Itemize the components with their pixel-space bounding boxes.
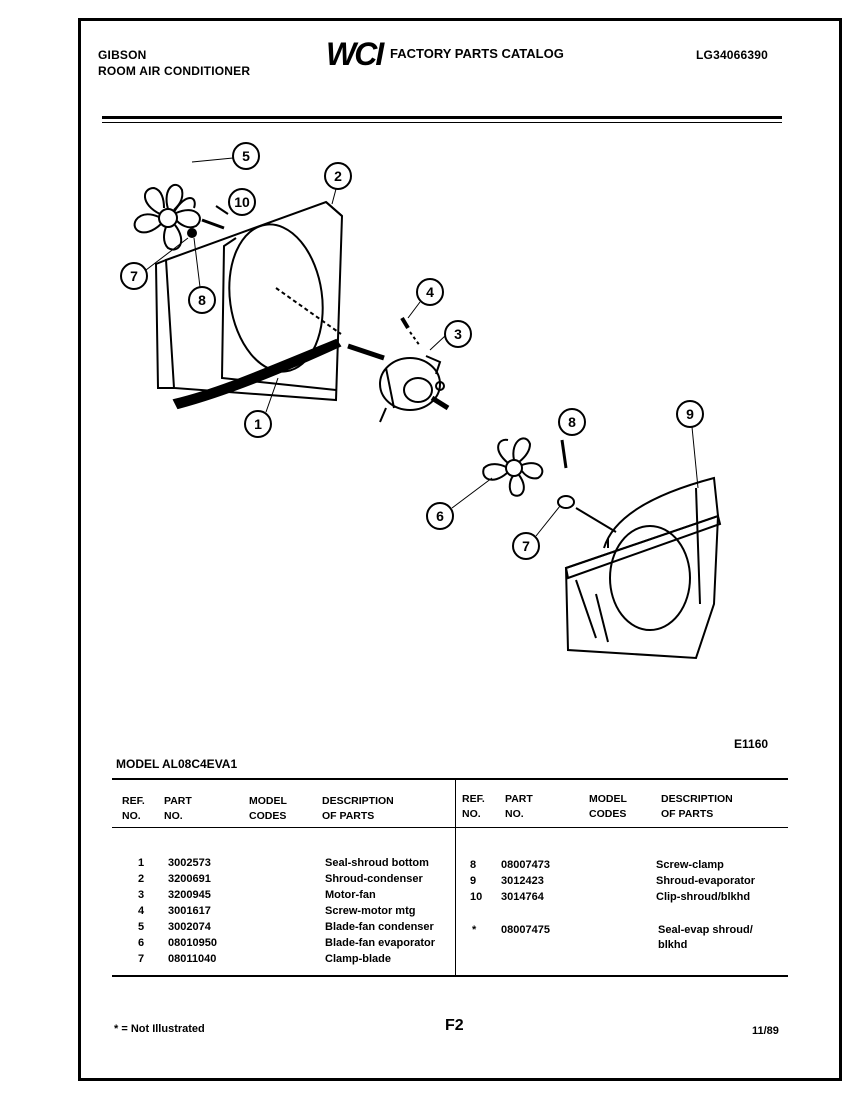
- table-cell-desc: Shroud-evaporator: [656, 875, 756, 887]
- callout-7-evaporator: 7: [512, 505, 561, 560]
- svg-text:2: 2: [334, 168, 342, 184]
- header-rule-thin: [102, 122, 782, 123]
- table-cell-desc: Shroud-condenser: [325, 873, 423, 885]
- svg-text:1: 1: [254, 416, 262, 432]
- col-part-no-right: PART NO.: [505, 793, 533, 820]
- col-part-no-left: PART NO.: [164, 795, 192, 822]
- brand-name: GIBSON: [98, 48, 147, 62]
- svg-text:4: 4: [426, 284, 434, 300]
- page-code: F2: [445, 1017, 464, 1034]
- page-frame: [78, 18, 842, 1081]
- callout-9: 9: [676, 400, 704, 489]
- table-bottom-rule: [112, 975, 788, 977]
- svg-text:3: 3: [454, 326, 462, 342]
- catalog-title: FACTORY PARTS CATALOG: [390, 46, 564, 61]
- product-line: ROOM AIR CONDITIONER: [98, 64, 251, 78]
- table-cell-part: 3012423: [501, 875, 544, 887]
- callout-3: 3: [429, 320, 472, 351]
- table-cell-part: 3001617: [168, 905, 211, 917]
- condenser-fan-blade: [133, 183, 201, 251]
- table-cell-part: 3002573: [168, 857, 211, 869]
- table-cell-ref: 9: [470, 875, 477, 887]
- svg-text:7: 7: [130, 268, 138, 284]
- table-cell-part: 08011040: [168, 953, 217, 965]
- fan-motor: [347, 343, 450, 423]
- table-cell-desc: Clip-shroud/blkhd: [656, 891, 751, 903]
- svg-text:7: 7: [522, 538, 530, 554]
- table-cell-ref: 5: [138, 921, 145, 933]
- table-top-rule: [112, 778, 788, 780]
- callout-8-evaporator: 8: [558, 408, 586, 436]
- table-cell-ref: 4: [138, 905, 145, 917]
- wci-logo: WCI: [326, 36, 384, 72]
- table-cell-part: 3200945: [168, 889, 211, 901]
- table-cell-part: 08007473: [501, 859, 550, 871]
- table-cell-part: 3002074: [168, 921, 211, 933]
- table-header-rule: [112, 827, 788, 828]
- col-ref-no-left: REF. NO.: [122, 795, 145, 822]
- table-cell-desc: Screw-motor mtg: [325, 905, 416, 917]
- table-cell-ref: 1: [138, 857, 145, 869]
- col-model-codes-left: MODEL CODES: [249, 795, 287, 822]
- evaporator-shroud: [564, 476, 722, 660]
- not-illustrated-legend: * = Not Illustrated: [114, 1023, 205, 1035]
- table-cell-desc: Blade-fan condenser: [325, 921, 434, 933]
- table-cell-ref: 10: [470, 891, 483, 903]
- figure-code: E1160: [734, 737, 769, 751]
- revision-date: 11/89: [752, 1025, 779, 1037]
- svg-text:9: 9: [686, 406, 694, 422]
- table-cell-part: 08010950: [168, 937, 217, 949]
- catalog-number: LG34066390: [696, 48, 769, 62]
- table-column-divider: [455, 780, 456, 976]
- col-description-left: DESCRIPTION OF PARTS: [322, 795, 394, 822]
- table-cell-desc: blkhd: [658, 939, 688, 951]
- callout-8-condenser: 8: [188, 237, 216, 314]
- seal-shroud-bottom: [172, 338, 342, 410]
- svg-text:6: 6: [436, 508, 444, 524]
- callout-5: 5: [191, 142, 260, 170]
- header-rule-thick: [102, 116, 782, 119]
- exploded-parts-diagram: 5 2 10 7 8 4 3 1 8 9 6 7: [120, 142, 722, 660]
- table-cell-part: 3200691: [168, 873, 211, 885]
- table-cell-desc: Clamp-blade: [325, 953, 392, 965]
- table-cell-part: 3014764: [501, 891, 544, 903]
- table-cell-ref: 8: [470, 859, 477, 871]
- evaporator-fan-blade: [482, 437, 544, 497]
- col-description-right: DESCRIPTION OF PARTS: [661, 793, 733, 820]
- callout-2: 2: [324, 162, 352, 205]
- table-cell-ref: 6: [138, 937, 145, 949]
- table-cell-desc: Seal-shroud bottom: [325, 857, 429, 869]
- callout-6: 6: [426, 477, 493, 530]
- table-cell-desc: Seal-evap shroud/: [658, 924, 753, 936]
- table-cell-ref: 2: [138, 873, 145, 885]
- table-cell-desc: Screw-clamp: [656, 859, 724, 871]
- table-cell-ref: 3: [138, 889, 145, 901]
- table-cell-ref: *: [472, 924, 477, 936]
- table-cell-ref: 7: [138, 953, 145, 965]
- table-cell-desc: Motor-fan: [325, 889, 376, 901]
- col-model-codes-right: MODEL CODES: [589, 793, 627, 820]
- callout-4: 4: [407, 278, 444, 319]
- callout-1: 1: [244, 377, 279, 438]
- col-ref-no-right: REF. NO.: [462, 793, 485, 820]
- callout-7-condenser: 7: [120, 237, 189, 290]
- svg-text:10: 10: [234, 194, 250, 210]
- svg-text:5: 5: [242, 148, 250, 164]
- svg-text:8: 8: [568, 414, 576, 430]
- table-cell-desc: Blade-fan evaporator: [325, 937, 436, 949]
- callout-10: 10: [228, 188, 256, 216]
- table-cell-part: 08007475: [501, 924, 550, 936]
- svg-text:8: 8: [198, 292, 206, 308]
- model-number: MODEL AL08C4EVA1: [116, 757, 238, 771]
- condenser-shroud: [154, 200, 344, 402]
